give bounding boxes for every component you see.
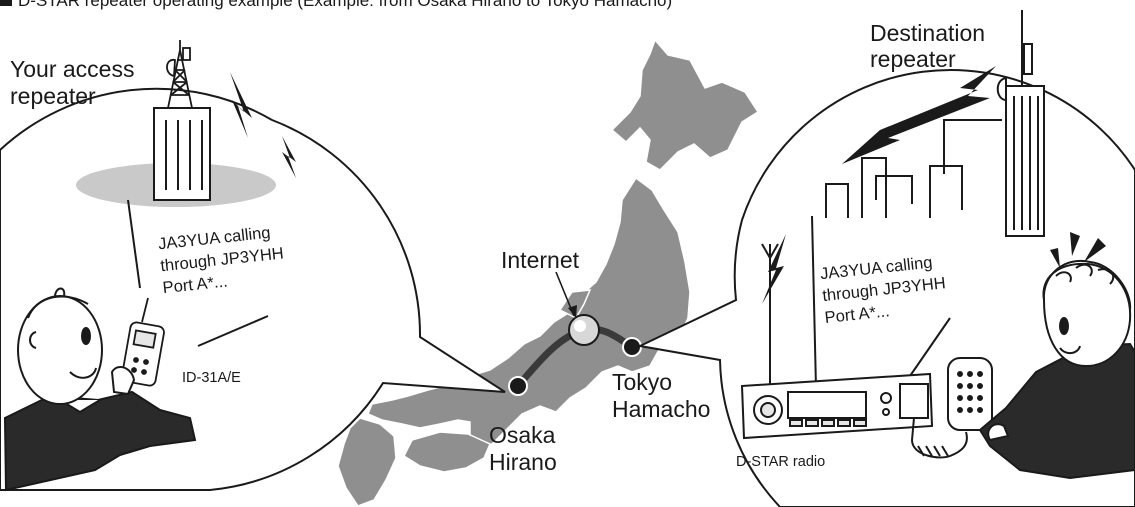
diagram-title-text: D-STAR repeater operating example (Examp…: [18, 0, 673, 10]
lightning-icon-2: [282, 136, 296, 178]
signal-line-right: [811, 215, 817, 389]
japan-map: [337, 38, 760, 507]
building-icon: [825, 119, 1002, 218]
shikoku-shape: [403, 431, 491, 473]
left-hand: [110, 365, 136, 396]
title-bullet-icon: [0, 0, 12, 6]
internet-pointer-head-icon: [568, 305, 577, 318]
tokyo-label-line2: Hamacho: [612, 396, 710, 422]
globe-node-icon: [568, 314, 600, 346]
person-icon: [3, 287, 197, 492]
destination-repeater-label-line1: Destination: [870, 20, 985, 46]
handheld-radio-icon: [121, 297, 165, 387]
dish-antenna-icon: [166, 59, 176, 78]
signal-line-left-2: [197, 315, 269, 347]
antenna-tower-icon: [167, 40, 193, 109]
tokyo-label-line1: Tokyo: [612, 369, 672, 395]
osaka-label-line2: Hirano: [489, 449, 557, 475]
mobile-radio-icon: [740, 243, 934, 440]
right-radio-label: D-STAR radio: [736, 454, 825, 470]
access-repeater-label-line2: repeater: [10, 83, 96, 109]
access-repeater-building: [153, 107, 211, 201]
exclamation-icon: [1050, 232, 1106, 268]
destination-repeater-building: [1005, 10, 1045, 237]
internet-label: Internet: [501, 247, 580, 273]
diagram-title: D-STAR repeater operating example (Examp…: [0, 0, 672, 11]
destination-repeater-label-line2: repeater: [870, 46, 956, 72]
lightning-icon: [230, 72, 252, 138]
kyushu-shape: [337, 417, 397, 507]
osaka-location-dot-icon: [508, 376, 528, 396]
left-radio-label: ID-31A/E: [182, 370, 241, 386]
lightning-icon-right: [842, 66, 996, 164]
dish-antenna-icon-right: [996, 76, 1007, 102]
signal-line-right-2: [909, 317, 951, 377]
microphone-icon: [910, 357, 993, 459]
tokyo-location-dot-icon: [622, 337, 642, 357]
person-icon-right: [978, 259, 1135, 480]
signal-line-left: [127, 199, 141, 289]
lightning-icon-right-2: [762, 234, 786, 304]
osaka-label-line1: Osaka: [489, 422, 556, 448]
access-repeater-label-line1: Your access: [10, 56, 134, 82]
noto-shape: [558, 289, 592, 319]
hokkaido-shape: [610, 38, 760, 171]
